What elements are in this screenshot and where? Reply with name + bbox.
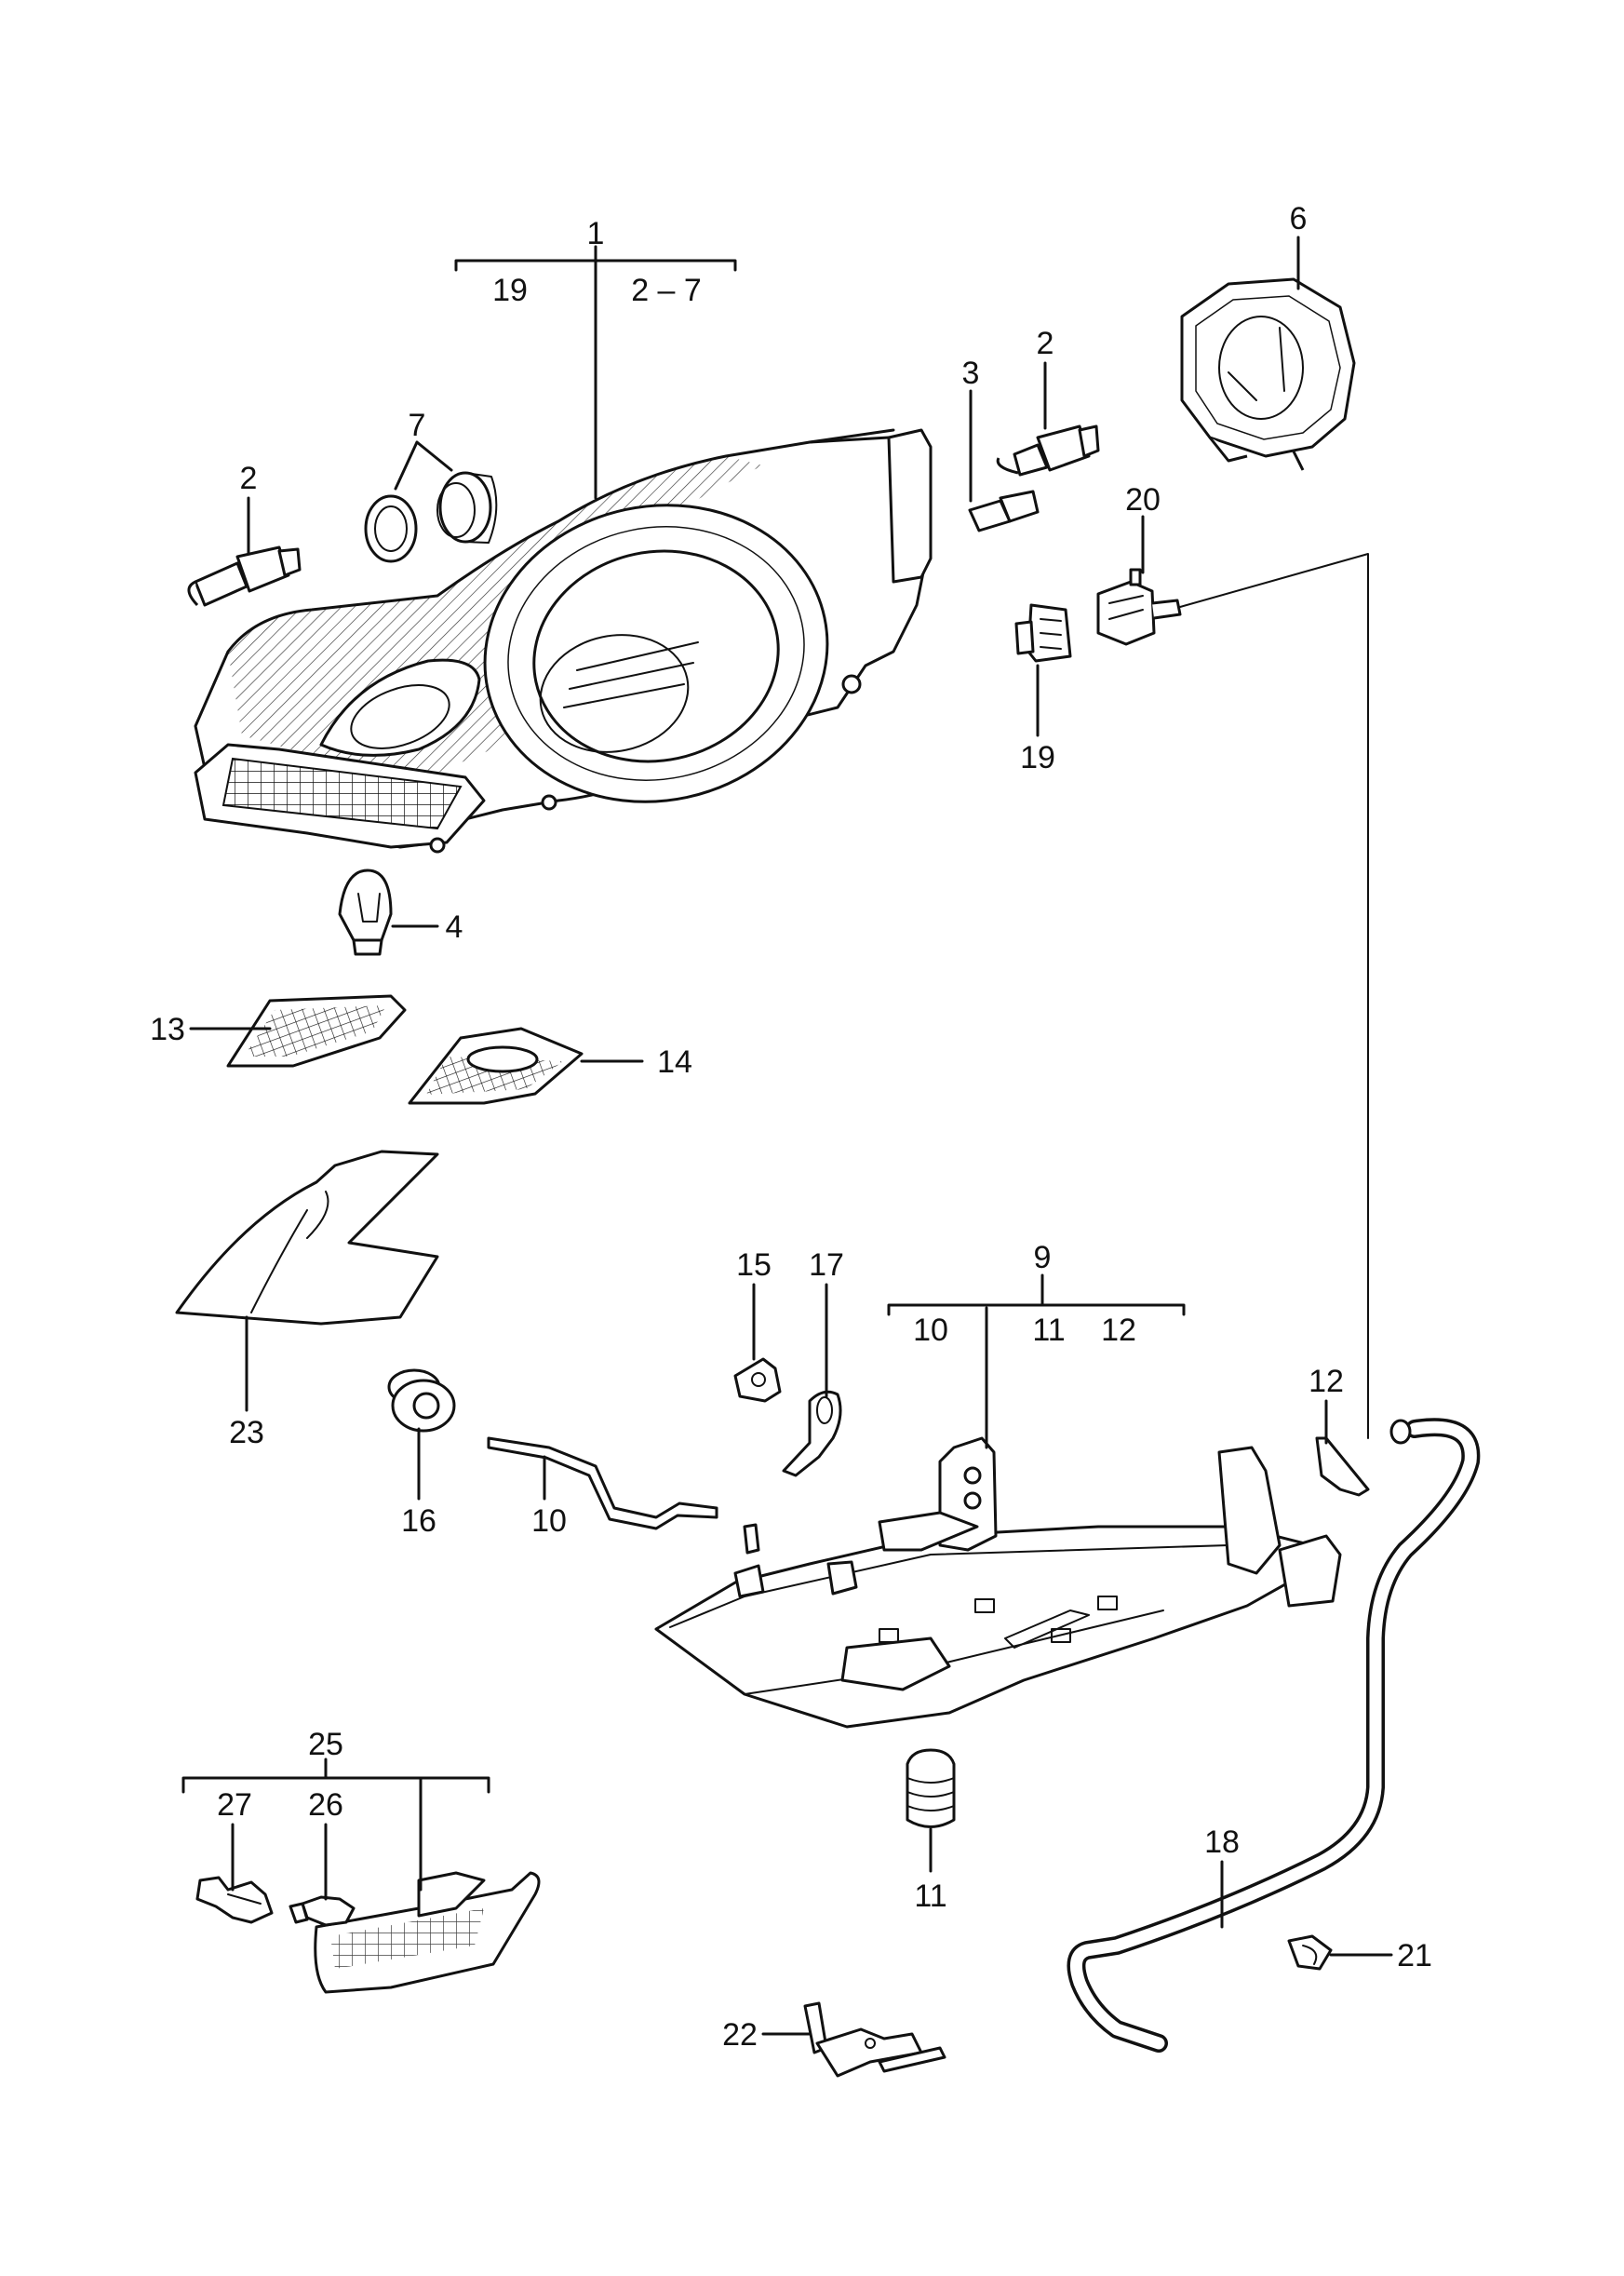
callout-13: 13: [150, 1012, 185, 1047]
mounting-bracket-part-9: [654, 1436, 1342, 1729]
clip-part-17: [782, 1390, 842, 1477]
callout-1: 1: [587, 216, 605, 251]
callout-3: 3: [962, 356, 980, 391]
clip-part-12: [1315, 1436, 1370, 1497]
callout-17: 17: [809, 1247, 844, 1283]
connector-part-19: [1014, 603, 1072, 663]
callout-12: 12: [1309, 1364, 1344, 1399]
callout-23: 23: [229, 1415, 264, 1450]
headlight-housing: [194, 428, 933, 854]
callout-15: 15: [736, 1247, 772, 1283]
leader-lines: [181, 236, 1393, 2036]
callout-9-sub-11: 11: [1032, 1313, 1065, 1348]
bulb-socket-part-27: [195, 1876, 274, 1924]
callout-14: 14: [657, 1044, 692, 1080]
callout-7: 7: [409, 408, 426, 443]
callout-20: 20: [1125, 482, 1161, 518]
callout-18: 18: [1204, 1825, 1240, 1860]
callout-1-sub-2-7: 2 – 7: [631, 273, 702, 308]
callout-9: 9: [1034, 1240, 1052, 1275]
panel-part-23: [175, 1150, 439, 1326]
callout-6: 6: [1290, 201, 1308, 236]
lens-part-14: [408, 1027, 584, 1105]
callout-25: 25: [308, 1727, 343, 1762]
callout-16: 16: [401, 1503, 436, 1539]
adjuster-rod-part-10: [487, 1436, 718, 1530]
breather-hose-part-18: [1067, 1418, 1481, 2053]
clip-part-21: [1287, 1934, 1333, 1971]
callout-21: 21: [1397, 1938, 1432, 1973]
fastener-part-22: [803, 2001, 946, 2078]
callout-9-sub-12: 12: [1101, 1313, 1136, 1348]
connector-part-20: [1096, 568, 1182, 646]
callout-27: 27: [217, 1787, 252, 1823]
callout-2-right: 2: [1037, 326, 1054, 361]
grommet-part-16: [387, 1368, 456, 1433]
bulb-part-4: [338, 869, 393, 956]
bulb-part-26: [289, 1895, 356, 1927]
clip-part-15: [733, 1357, 782, 1403]
callout-19: 19: [1020, 740, 1055, 775]
callout-labels: 1 19 2 – 7 2 7 3 2 6 20 19 4 13 14 23 16…: [150, 201, 1432, 2053]
rubber-buffer-part-11: [906, 1748, 956, 1828]
bulb-h7-right: [996, 424, 1100, 477]
headlight-cover: [1180, 277, 1356, 471]
callout-26: 26: [308, 1787, 343, 1823]
seal-ring-parts: [364, 471, 498, 563]
side-marker-lamp-part-25: [314, 1871, 541, 1994]
callout-11: 11: [914, 1879, 946, 1914]
callout-1-sub-19: 19: [492, 273, 528, 308]
callout-10: 10: [531, 1503, 567, 1539]
callout-22: 22: [722, 2017, 758, 2053]
callout-9-sub-10: 10: [913, 1313, 948, 1348]
callout-4: 4: [446, 909, 463, 945]
bulb-small: [968, 490, 1040, 532]
lens-part-13: [226, 994, 407, 1068]
bulb-h7-left: [187, 545, 302, 607]
callout-2-left: 2: [240, 461, 258, 496]
